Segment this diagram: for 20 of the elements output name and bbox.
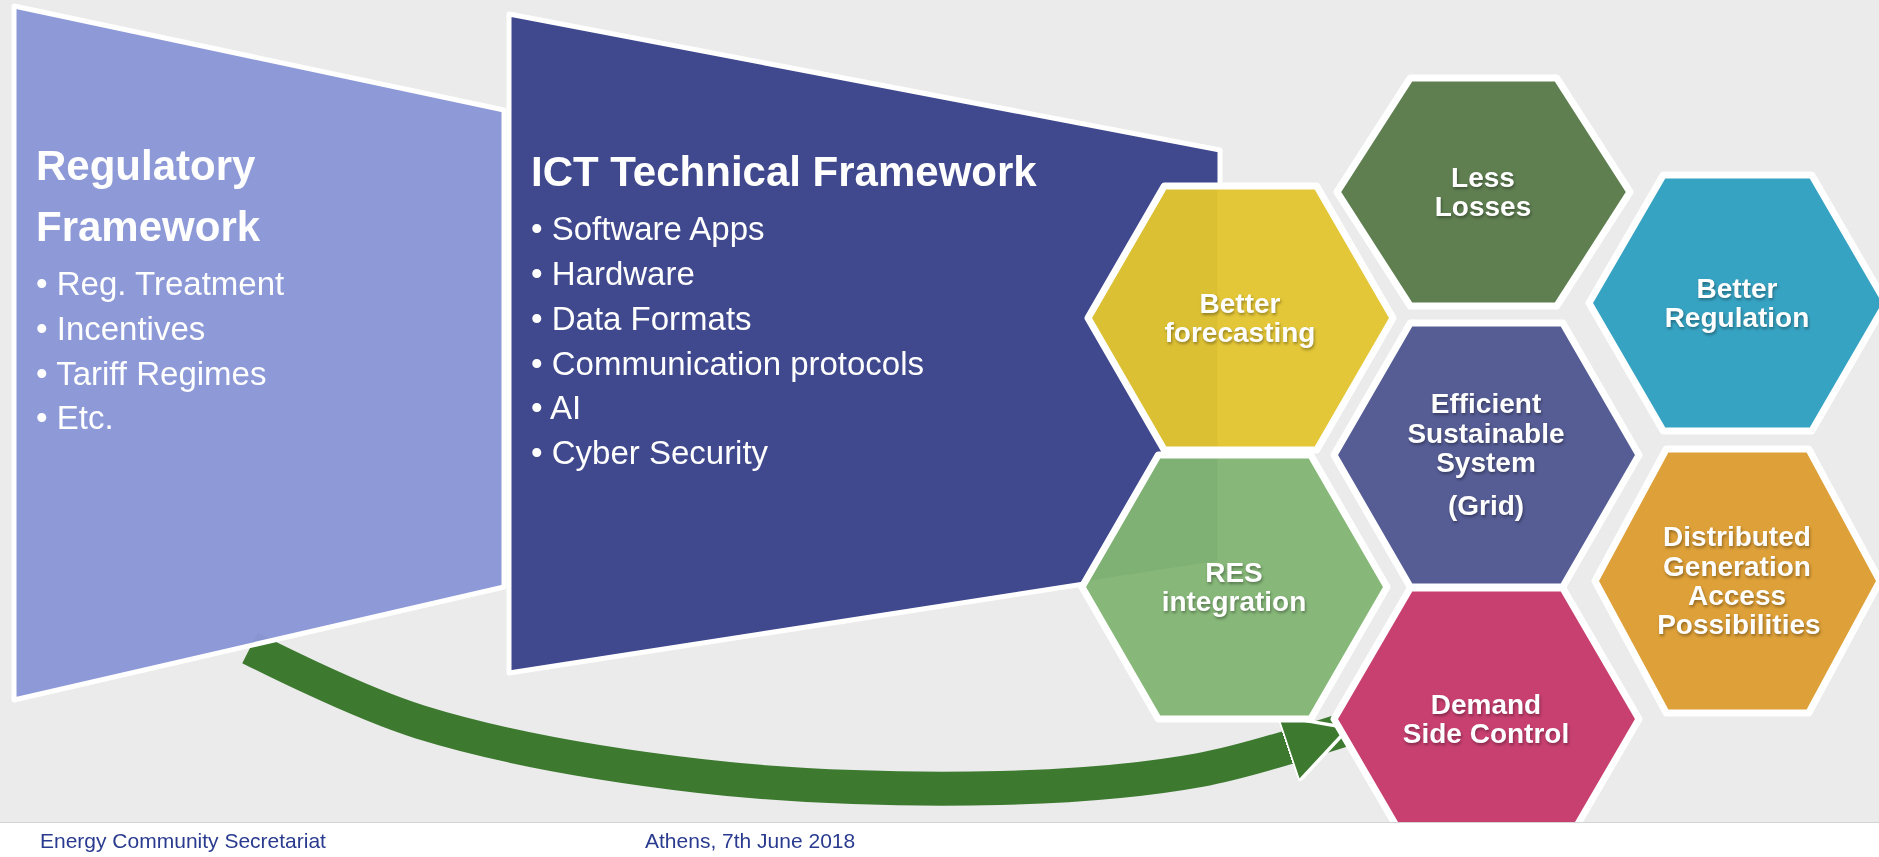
footer-text: Energy Community Secretariat (40, 829, 326, 853)
hexagon-label: Efficient Sustainable System (1406, 389, 1566, 478)
bullet-item: • Software Apps (531, 208, 766, 249)
bullet-item: • Reg. Treatment (36, 263, 286, 304)
bullet-item: • Hardware (531, 253, 696, 294)
bullet-item: • AI (531, 388, 583, 429)
hexagon-label: (Grid) (1446, 491, 1526, 521)
hexagon-label: Better forecasting (1163, 288, 1317, 348)
bullet-item: • Communication protocols (531, 343, 926, 384)
hexagon-label: RES integration (1160, 557, 1308, 617)
hexagon-label: Better Regulation (1663, 273, 1811, 333)
hexagon-label: Demand Side Control (1401, 689, 1571, 749)
footer-text: Athens, 7th June 2018 (645, 829, 856, 853)
bullet-item: • Etc. (36, 398, 115, 439)
panel-heading: ICT Technical Framework (531, 147, 1038, 197)
bullet-item: • Cyber Security (531, 433, 770, 474)
bullet-item: • Tariff Regimes (36, 353, 268, 394)
hexagon-label: Less Losses (1433, 162, 1533, 222)
panel-heading: Regulatory Framework (36, 141, 262, 252)
bullet-item: • Incentives (36, 308, 207, 349)
